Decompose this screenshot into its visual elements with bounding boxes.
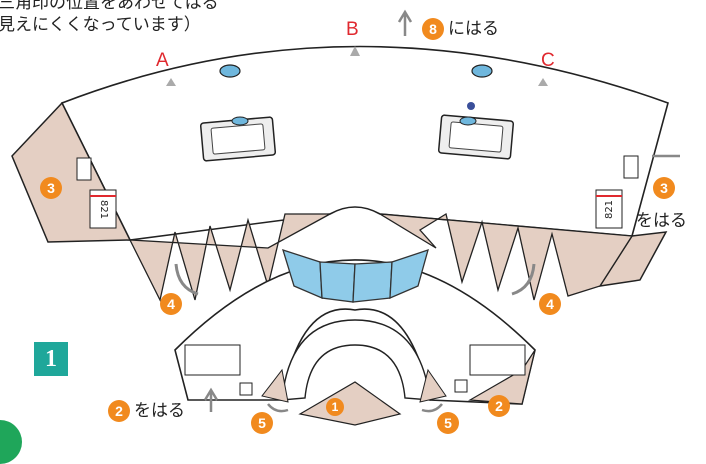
badge-3-left: 3 (40, 177, 62, 199)
box-left-1 (76, 157, 92, 181)
sensor-left (219, 64, 241, 78)
tag-left-label: 821 (98, 199, 110, 220)
marker-b: B (346, 19, 359, 40)
panel-lower-right (469, 344, 526, 376)
device-left (199, 116, 277, 162)
assembly-diagram (11, 9, 680, 426)
instruction-line-2: 見えにくくなっています） (0, 15, 201, 35)
curved-arrow-5-right (421, 403, 443, 413)
box-right-1 (623, 155, 639, 179)
sensor-right (471, 64, 493, 78)
upper-panel (60, 45, 669, 241)
box-lower-left (239, 382, 253, 396)
note-2-text: をはる (134, 401, 185, 421)
marker-a: A (156, 50, 169, 71)
panel-lower-left (184, 344, 241, 376)
lower-right-flap (468, 349, 536, 405)
curved-arrow-5-left (267, 403, 289, 413)
marker-c: C (541, 50, 555, 71)
badge-4-right: 4 (539, 293, 561, 315)
arrow-top (397, 9, 413, 36)
badge-5-left: 5 (251, 412, 273, 434)
badge-2-right: 2 (488, 395, 510, 417)
note-3-right: をはる (636, 211, 687, 231)
triangle-a (166, 78, 176, 86)
triangle-c (538, 78, 548, 86)
curved-arrow-left (174, 263, 199, 296)
note-8-text: にはる (448, 19, 499, 39)
arrow-bottom-left (203, 387, 219, 412)
left-teeth (128, 213, 331, 302)
curved-arrow-right (511, 263, 536, 296)
screen-array (282, 248, 429, 303)
device-right (437, 102, 515, 160)
inner-flap (298, 381, 402, 426)
step-number: 1 (34, 342, 68, 376)
tag-right-label: 821 (604, 199, 616, 220)
instruction-line-1: 三角印の位置をあわせてはる (0, 0, 219, 13)
badge-8: 8 (422, 18, 444, 40)
box-lower-right (454, 379, 468, 393)
badge-3-right: 3 (653, 177, 675, 199)
badge-2-left: 2 (108, 400, 130, 422)
badge-4-left: 4 (160, 293, 182, 315)
triangle-b (350, 46, 360, 56)
right-teeth (379, 212, 634, 301)
badge-1: 1 (326, 398, 344, 416)
small-right-flap (419, 368, 447, 403)
small-left-flap (261, 368, 289, 403)
badge-5-right: 5 (437, 412, 459, 434)
